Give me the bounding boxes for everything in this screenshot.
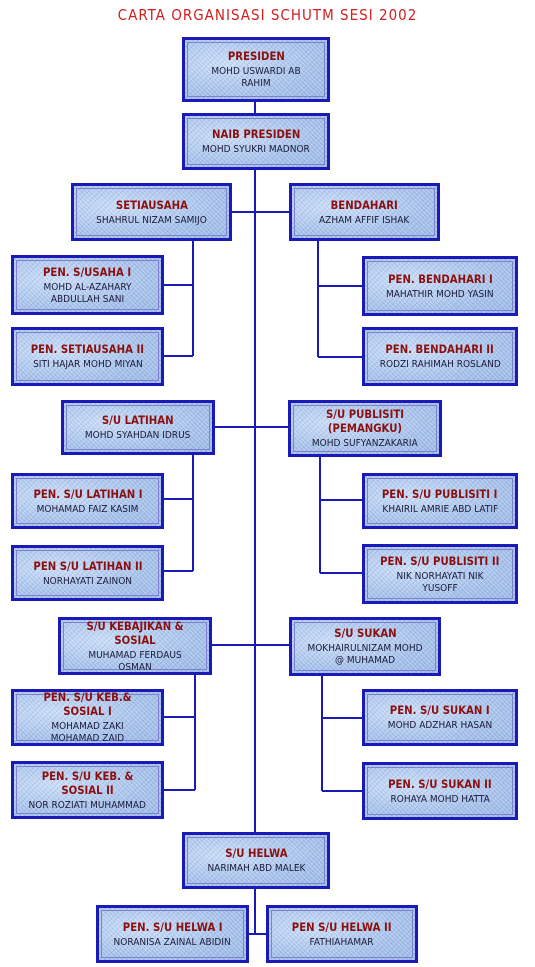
member-name: KHAIRIL AMRIE ABD LATIF <box>382 503 498 515</box>
box-pen-publisiti-1: PEN. S/U PUBLISITI I KHAIRIL AMRIE ABD L… <box>362 473 518 529</box>
role-label: S/U HELWA <box>224 846 288 860</box>
box-bendahari: BENDAHARI AZHAM AFFIF ISHAK <box>289 183 440 241</box>
chart-title: CARTA ORGANISASI SCHUTM SESI 2002 <box>117 6 418 24</box>
box-su-kebajikan: S/U KEBAJIKAN & SOSIAL MUHAMAD FERDAUS O… <box>58 617 212 675</box>
box-pen-bendahari-1: PEN. BENDAHARI I MAHATHIR MOHD YASIN <box>362 256 518 316</box>
member-name: SHAHRUL NIZAM SAMIJO <box>96 214 207 226</box>
box-su-helwa: S/U HELWA NARIMAH ABD MALEK <box>182 832 330 889</box>
box-su-latihan: S/U LATIHAN MOHD SYAHDAN IDRUS <box>61 400 215 455</box>
box-su-sukan: S/U SUKAN MOKHAIRULNIZAM MOHD @ MUHAMAD <box>289 617 441 676</box>
box-pen-keb-2: PEN. S/U KEB. & SOSIAL II NOR ROZIATI MU… <box>11 761 164 819</box>
member-name: NORHAYATI ZAINON <box>42 575 133 587</box>
role-label: PEN. BENDAHARI II <box>385 342 495 356</box>
box-pen-usaha-1: PEN. S/USAHA I MOHD AL-AZAHARY ABDULLAH … <box>11 255 164 315</box>
role-label: S/U PUBLISITI (PEMANGKU) <box>325 407 405 435</box>
member-name: MOHD SUFYANZAKARIA <box>312 438 418 449</box>
box-naib-presiden: NAIB PRESIDEN MOHD SYUKRI MADNOR <box>182 113 330 170</box>
member-name: MOHAMAD FAIZ KASIM <box>36 503 139 515</box>
member-name: MOHD AL-AZAHARY ABDULLAH SANI <box>43 281 132 305</box>
box-pen-latihan-1: PEN. S/U LATIHAN I MOHAMAD FAIZ KASIM <box>11 473 164 529</box>
member-name: MUHAMAD FERDAUS OSMAN <box>88 649 182 673</box>
member-name: NOR ROZIATI MUHAMMAD <box>28 799 147 811</box>
member-name: NIK NORHAYATI NIK YUSOFF <box>396 570 484 594</box>
box-pen-keb-1: PEN. S/U KEB.& SOSIAL I MOHAMAD ZAKI MOH… <box>11 689 164 746</box>
box-su-publisiti: S/U PUBLISITI (PEMANGKU) MOHD SUFYANZAKA… <box>288 400 442 457</box>
box-setiausaha: SETIAUSAHA SHAHRUL NIZAM SAMIJO <box>71 183 232 241</box>
member-name: MOKHAIRULNIZAM MOHD @ MUHAMAD <box>307 643 423 666</box>
role-label: SETIAUSAHA <box>115 197 188 212</box>
role-label: PEN. S/U SUKAN I <box>390 703 490 717</box>
member-name: NARIMAH ABD MALEK <box>206 863 305 874</box>
member-name: ROHAYA MOHD HATTA <box>390 793 490 805</box>
role-label: PEN. S/U PUBLISITI I <box>382 486 498 501</box>
box-pen-setiausaha-2: PEN. SETIAUSAHA II SITI HAJAR MOHD MIYAN <box>11 327 164 386</box>
role-label: PEN. S/U PUBLISITI II <box>380 553 500 568</box>
role-label: PEN. S/U HELWA I <box>122 919 223 934</box>
box-pen-helwa-2: PEN S/U HELWA II FATHIAHAMAR <box>266 905 418 963</box>
box-pen-sukan-1: PEN. S/U SUKAN I MOHD ADZHAR HASAN <box>362 689 518 746</box>
member-name: MAHATHIR MOHD YASIN <box>386 288 494 300</box>
member-name: RODZI RAHIMAH ROSLAND <box>379 359 501 370</box>
role-label: S/U LATIHAN <box>102 413 174 427</box>
role-label: PEN. BENDAHARI I <box>387 271 493 286</box>
role-label: NAIB PRESIDEN <box>211 127 301 141</box>
role-label: PEN. SETIAUSAHA II <box>30 342 145 356</box>
role-label: PEN. S/U SUKAN II <box>388 776 492 791</box>
member-name: MOHAMAD ZAKI MOHAMAD ZAID <box>50 721 125 744</box>
box-pen-bendahari-2: PEN. BENDAHARI II RODZI RAHIMAH ROSLAND <box>362 327 518 386</box>
role-label: S/U SUKAN <box>333 626 397 640</box>
box-presiden: PRESIDEN MOHD USWARDI AB RAHIM <box>182 37 330 102</box>
member-name: SITI HAJAR MOHD MIYAN <box>32 359 143 370</box>
role-label: S/U KEBAJIKAN & SOSIAL <box>86 618 184 647</box>
role-label: BENDAHARI <box>330 197 399 212</box>
role-label: PEN. S/U KEB. & SOSIAL II <box>41 768 134 797</box>
member-name: MOHD ADZHAR HASAN <box>387 720 493 731</box>
member-name: MOHD SYAHDAN IDRUS <box>85 430 191 441</box>
box-pen-latihan-2: PEN S/U LATIHAN II NORHAYATI ZAINON <box>11 545 164 601</box>
role-label: PEN. S/U KEB.& SOSIAL I <box>43 690 132 718</box>
role-label: PEN. S/USAHA I <box>43 264 132 279</box>
box-pen-publisiti-2: PEN. S/U PUBLISITI II NIK NORHAYATI NIK … <box>362 544 518 604</box>
box-pen-sukan-2: PEN. S/U SUKAN II ROHAYA MOHD HATTA <box>362 762 518 820</box>
member-name: NORANISA ZAINAL ABIDIN <box>113 936 232 948</box>
role-label: PEN S/U HELWA II <box>292 919 392 934</box>
role-label: PEN. S/U LATIHAN I <box>32 486 143 501</box>
role-label: PRESIDEN <box>227 49 285 63</box>
member-name: MOHD SYUKRI MADNOR <box>202 144 310 155</box>
box-pen-helwa-1: PEN. S/U HELWA I NORANISA ZAINAL ABIDIN <box>96 905 249 963</box>
member-name: MOHD USWARDI AB RAHIM <box>211 66 301 89</box>
member-name: FATHIAHAMAR <box>310 936 374 948</box>
member-name: AZHAM AFFIF ISHAK <box>319 214 410 226</box>
role-label: PEN S/U LATIHAN II <box>32 558 143 573</box>
